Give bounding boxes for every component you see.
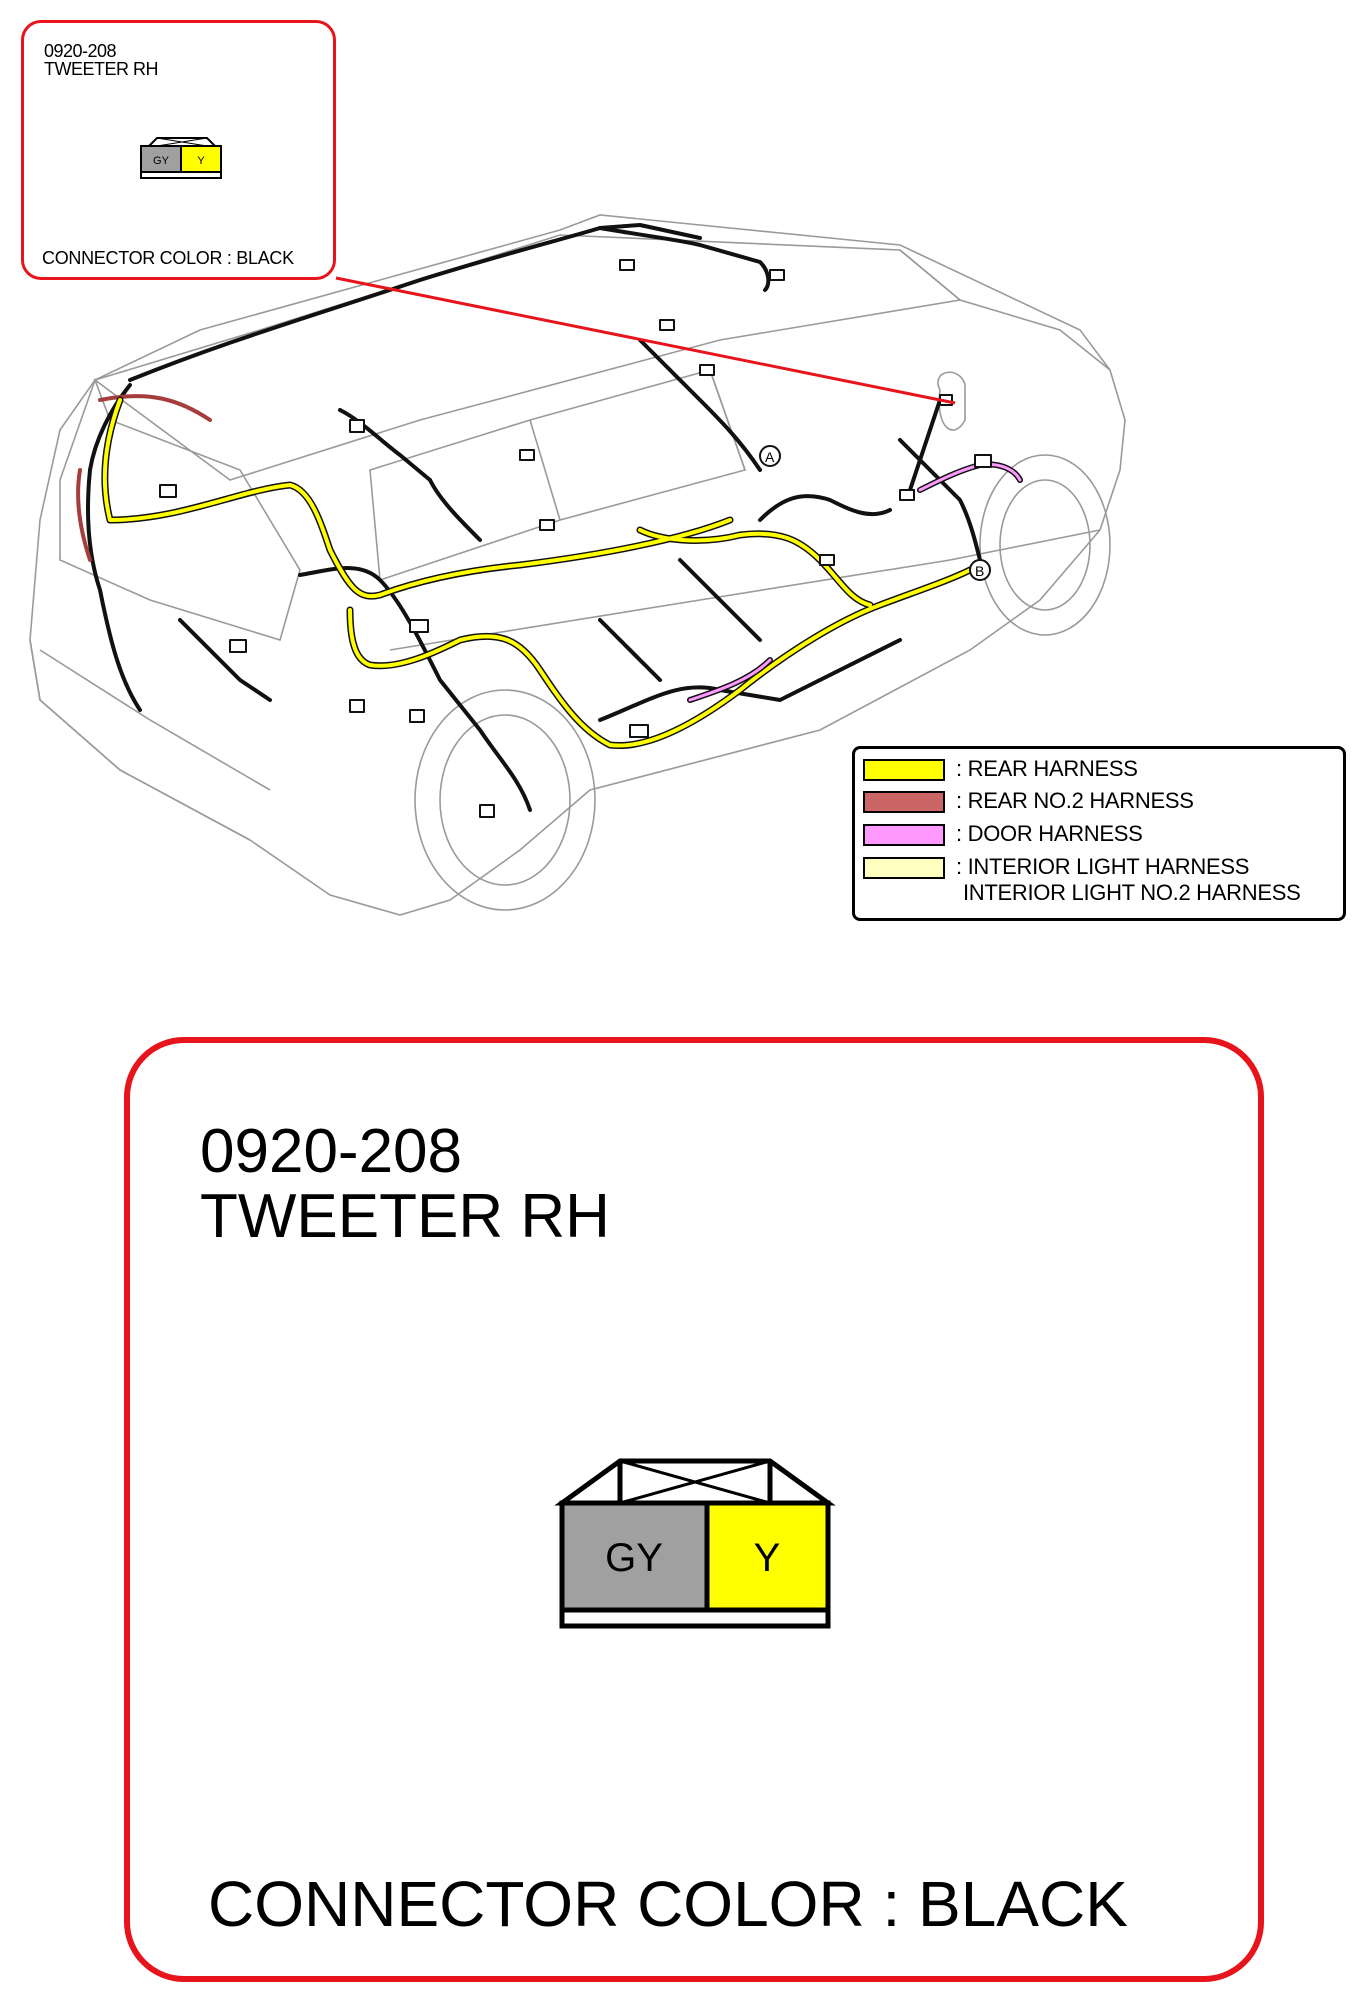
connector-color: CONNECTOR COLOR : BLACK xyxy=(208,1868,1128,1940)
terminal-label-small-y: Y xyxy=(197,155,205,167)
legend-label: : DOOR HARNESS xyxy=(956,821,1143,846)
legend-swatch xyxy=(863,759,945,781)
legend-item-rear-harness: : REAR HARNESS xyxy=(863,755,1333,785)
harness-wires xyxy=(76,223,1023,818)
harness-legend: : REAR HARNESS : REAR NO.2 HARNESS : DOO… xyxy=(852,746,1346,921)
legend-swatch xyxy=(863,824,945,846)
connector-code: 0920-208 xyxy=(200,1117,463,1186)
connector-face-small: GY Y xyxy=(140,137,222,179)
marker-b: B xyxy=(975,563,984,579)
large-connector-callout: 0920-208 TWEETER RH GY Y CONNECTOR COLOR… xyxy=(124,1037,1264,1982)
small-connector-callout: 0920-208 TWEETER RH GY Y CONNECTOR COLOR… xyxy=(21,20,336,280)
connector-color-small: CONNECTOR COLOR : BLACK xyxy=(42,248,294,268)
legend-label-2: INTERIOR LIGHT NO.2 HARNESS xyxy=(963,880,1301,905)
legend-item-door-harness: : DOOR HARNESS xyxy=(863,820,1333,850)
legend-item-interior-light-harness: : INTERIOR LIGHT HARNESS INTERIOR LIGHT … xyxy=(863,853,1333,909)
connector-code-small: 0920-208 xyxy=(44,41,117,61)
marker-a: A xyxy=(765,449,775,465)
terminal-label-small-gy: GY xyxy=(153,155,170,167)
connector-name: TWEETER RH xyxy=(200,1182,610,1251)
legend-swatch xyxy=(863,791,945,813)
terminal-label-gy: GY xyxy=(605,1536,663,1580)
legend-label: : REAR HARNESS xyxy=(956,756,1138,781)
leader-line xyxy=(335,276,956,405)
legend-label: : REAR NO.2 HARNESS xyxy=(956,788,1194,813)
terminal-label-y: Y xyxy=(754,1536,781,1580)
connector-name-small: TWEETER RH xyxy=(44,59,159,79)
legend-swatch xyxy=(863,857,945,879)
legend-label: : INTERIOR LIGHT HARNESS xyxy=(956,854,1250,879)
legend-item-rear-no2-harness: : REAR NO.2 HARNESS xyxy=(863,787,1333,817)
connector-face: GY Y xyxy=(554,1458,836,1629)
